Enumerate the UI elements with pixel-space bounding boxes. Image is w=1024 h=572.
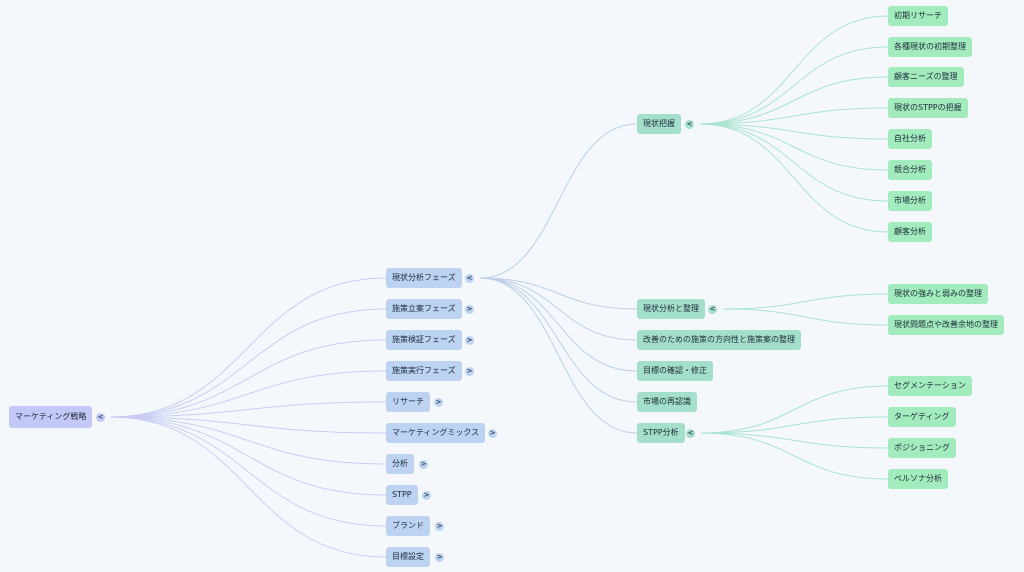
branch-mokuhyo-settei[interactable]: 目標設定: [386, 547, 430, 567]
branch-genjo-bunseki-phase[interactable]: 現状分析フェーズ: [386, 268, 462, 288]
branch-shisaku-kensho-phase[interactable]: 施策検証フェーズ: [386, 330, 462, 350]
leaf-kaizen-hoko-seiri[interactable]: 改善のための施策の方向性と施策案の整理: [637, 330, 801, 350]
leaf-kokyaku-bunseki[interactable]: 顧客分析: [888, 222, 932, 242]
branch-stpp[interactable]: STPP: [386, 485, 418, 505]
connector-line: [699, 123, 889, 202]
connector-line: [699, 107, 889, 125]
branch-bunseki[interactable]: 分析: [386, 454, 414, 474]
branch-brand[interactable]: ブランド: [386, 516, 430, 536]
root-node[interactable]: マーケティング戦略: [9, 406, 93, 428]
collapse-toggle[interactable]: <: [708, 305, 717, 314]
connector-line: [699, 123, 889, 171]
branch-stpp-bunseki[interactable]: STPP分析: [637, 423, 685, 443]
connector-line: [700, 416, 889, 434]
leaf-kakushu-genjo-seiri[interactable]: 各種現状の初期整理: [888, 37, 972, 57]
leaf-kokyaku-needs[interactable]: 顧客ニーズの整理: [888, 67, 964, 87]
leaf-jisha-bunseki[interactable]: 自社分析: [888, 129, 932, 149]
expand-toggle[interactable]: >: [419, 460, 428, 469]
expand-toggle[interactable]: >: [435, 522, 444, 531]
connector-line: [109, 416, 387, 434]
connector-line: [699, 46, 889, 125]
connector-line: [109, 416, 387, 527]
connector-line: [699, 123, 889, 140]
leaf-genjo-stpp[interactable]: 現状のSTPPの把握: [888, 98, 968, 118]
connector-line: [109, 308, 387, 418]
connector-line: [700, 432, 889, 480]
collapse-toggle[interactable]: <: [465, 274, 474, 283]
leaf-targeting[interactable]: ターゲティング: [888, 407, 956, 427]
connector-line: [109, 370, 387, 418]
branch-marketing-mix[interactable]: マーケティングミックス: [386, 423, 486, 443]
leaf-mokuhyo-kakunin[interactable]: 目標の確認・修正: [637, 361, 713, 381]
connector-line: [479, 277, 638, 341]
expand-toggle[interactable]: >: [488, 429, 497, 438]
expand-toggle[interactable]: >: [435, 553, 444, 562]
connector-line: [479, 277, 638, 434]
connector-line: [109, 277, 387, 418]
expand-toggle[interactable]: >: [434, 398, 443, 407]
connector-line: [722, 308, 889, 326]
leaf-shijo-bunseki[interactable]: 市場分析: [888, 191, 932, 211]
leaf-persona-bunseki[interactable]: ペルソナ分析: [888, 469, 948, 489]
connector-line: [479, 277, 638, 310]
connector-line: [700, 385, 889, 434]
root-collapse-toggle[interactable]: <: [96, 413, 105, 422]
leaf-mondaiten-kaizen[interactable]: 現状問題点や改善余地の整理: [888, 315, 1004, 335]
connector-line: [479, 277, 638, 372]
leaf-positioning[interactable]: ポジショニング: [888, 438, 956, 458]
expand-toggle[interactable]: >: [465, 305, 474, 314]
branch-shisaku-jikko-phase[interactable]: 施策実行フェーズ: [386, 361, 462, 381]
leaf-kyogo-bunseki[interactable]: 競合分析: [888, 160, 932, 180]
connector-line: [699, 15, 889, 125]
leaf-segmentation[interactable]: セグメンテーション: [888, 376, 972, 396]
branch-genjo-bunseki-seiri[interactable]: 現状分析と整理: [637, 299, 705, 319]
collapse-toggle[interactable]: <: [686, 429, 695, 438]
leaf-shijo-saininshiki[interactable]: 市場の再認識: [637, 392, 697, 412]
connector-line: [109, 416, 387, 558]
branch-genjo-haaku[interactable]: 現状把握: [637, 114, 681, 134]
expand-toggle[interactable]: >: [465, 336, 474, 345]
connector-line: [722, 293, 889, 310]
connector-line: [699, 76, 889, 125]
branch-research[interactable]: リサーチ: [386, 392, 430, 412]
connector-line: [699, 123, 889, 233]
branch-shisaku-ritsuan-phase[interactable]: 施策立案フェーズ: [386, 299, 462, 319]
leaf-shoki-research[interactable]: 初期リサーチ: [888, 6, 948, 26]
connector-line: [109, 339, 387, 418]
connector-line: [479, 123, 638, 279]
expand-toggle[interactable]: >: [422, 491, 431, 500]
connector-line: [109, 416, 387, 465]
connector-line: [109, 401, 387, 418]
expand-toggle[interactable]: >: [465, 367, 474, 376]
connector-line: [700, 432, 889, 449]
collapse-toggle[interactable]: <: [685, 120, 694, 129]
connector-line: [109, 416, 387, 496]
leaf-tsuyomi-yowami[interactable]: 現状の強みと弱みの整理: [888, 284, 988, 304]
connector-line: [479, 277, 638, 403]
